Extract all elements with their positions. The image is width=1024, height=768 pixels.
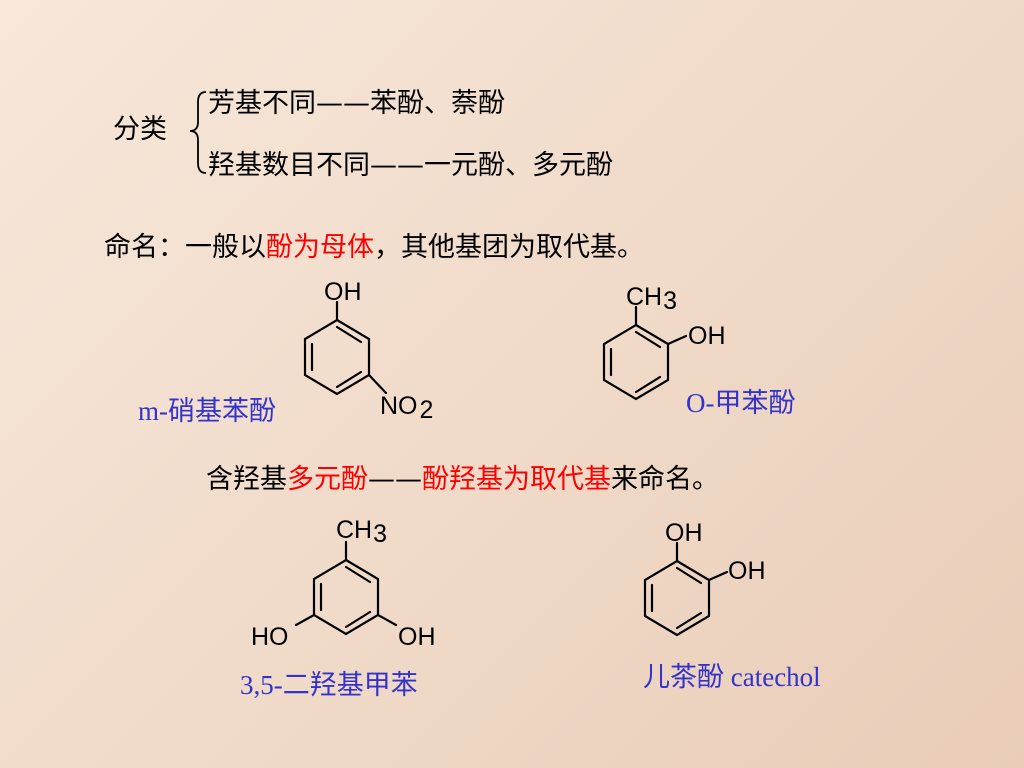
polyphenol-prefix: 含羟基	[206, 464, 287, 495]
m-nitrophenol-ring	[303, 318, 371, 396]
o-cresol-inner-bond-3	[634, 375, 662, 394]
m-nitrophenol-oh-label: OH	[324, 278, 362, 306]
polyphenol-rule: 含羟基多元酚——酚羟基为取代基来命名。	[206, 466, 719, 493]
catechol-oh-top-label: OH	[665, 519, 703, 547]
catechol-oh-right-label: OH	[728, 557, 766, 585]
dihydroxytoluene-ch3-label: CH3	[336, 516, 387, 548]
m-nitrophenol-inner-bond-2	[335, 325, 363, 344]
m-nitrophenol-name: m-硝基苯酚	[138, 396, 276, 426]
naming-suffix: ，其他基团为取代基。	[374, 232, 644, 263]
catechol-inner-bond-3	[675, 611, 703, 630]
catechol-oh-right-bond	[707, 570, 729, 582]
dihydroxytoluene-ring	[312, 558, 380, 636]
dihydroxytoluene-ho-label: HO	[251, 623, 289, 651]
dihydroxytoluene-oh-bond	[376, 613, 398, 627]
classification-label: 分类	[113, 114, 167, 145]
dihydroxytoluene-inner-bond-2	[344, 565, 372, 584]
naming-rule: 命名：一般以酚为母体，其他基团为取代基。	[104, 234, 644, 261]
dihydroxytoluene-inner-bond-3	[344, 610, 372, 629]
dihydroxytoluene-name: 3,5-二羟基甲苯	[240, 670, 418, 700]
m-nitrophenol-inner-bond-3	[335, 370, 363, 389]
o-cresol-oh-label: OH	[688, 322, 726, 350]
dihydroxytoluene-ho-bond	[294, 613, 316, 627]
catechol-ring	[643, 559, 711, 637]
polyphenol-highlight-1: 多元酚	[287, 464, 368, 495]
naming-highlight: 酚为母体	[266, 232, 374, 263]
o-cresol-oh-bond	[666, 334, 688, 346]
classification-line-1: 芳基不同——苯酚、萘酚	[208, 88, 505, 119]
m-nitrophenol-no2-bond	[367, 373, 388, 395]
classification-line-2: 羟基数目不同——一元酚、多元酚	[208, 150, 613, 181]
m-nitrophenol-no2-label: NO2	[380, 392, 433, 424]
dihydroxytoluene-oh-label: OH	[398, 623, 436, 651]
catechol-inner-bond-2	[675, 566, 703, 585]
o-cresol-ch3-label: CH3	[626, 283, 677, 315]
o-cresol-name: O-甲苯酚	[686, 388, 796, 418]
naming-prefix: 命名：一般以	[104, 232, 266, 263]
polyphenol-suffix: 来命名。	[611, 464, 719, 495]
polyphenol-dash: ——	[368, 464, 422, 495]
o-cresol-inner-bond-2	[634, 330, 662, 349]
polyphenol-highlight-2: 酚羟基为取代基	[422, 464, 611, 495]
catechol-name: 儿茶酚 catechol	[643, 662, 821, 692]
